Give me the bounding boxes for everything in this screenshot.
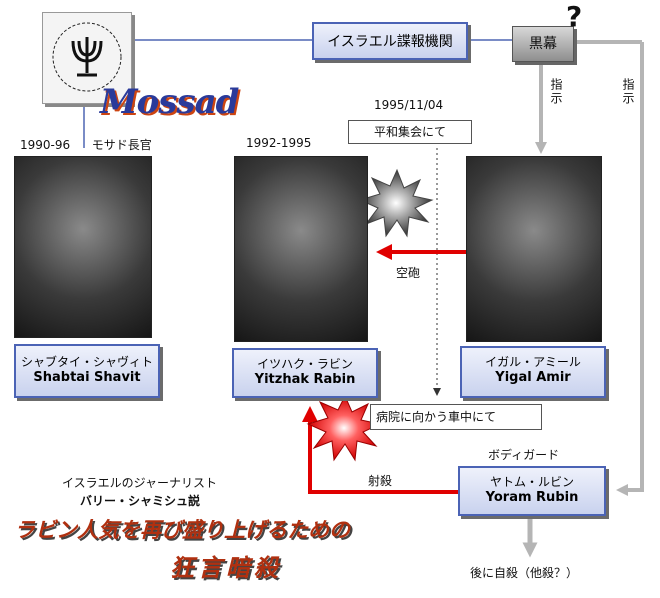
rally-note: 平和集会にて bbox=[348, 120, 472, 144]
amir-photo bbox=[466, 156, 602, 342]
fatal-shot-label: 射殺 bbox=[368, 474, 393, 488]
rabin-photo bbox=[234, 156, 368, 342]
amir-jp: イガル・アミール bbox=[485, 355, 581, 369]
amir-label: イガル・アミール Yigal Amir bbox=[460, 346, 606, 398]
rabin-en: Yitzhak Rabin bbox=[254, 372, 356, 387]
fatal-shot-burst bbox=[306, 394, 382, 462]
shavit-photo bbox=[14, 156, 152, 338]
blank-shot-burst bbox=[358, 168, 434, 238]
rabin-jp: イツハク・ラビン bbox=[257, 357, 353, 371]
aftermath-text: 後に自殺（他殺？） bbox=[470, 566, 579, 580]
agency-box: イスラエル諜報機関 bbox=[312, 22, 468, 60]
amir-en: Yigal Amir bbox=[495, 370, 571, 385]
rubin-label: ヤトム・ルビン Yoram Rubin bbox=[458, 466, 606, 516]
order-label-rubin: 指示 bbox=[621, 78, 635, 106]
hospital-note: 病院に向かう車中にて bbox=[370, 404, 542, 430]
question-mark: ? bbox=[566, 0, 583, 33]
rabin-label: イツハク・ラビン Yitzhak Rabin bbox=[232, 348, 378, 398]
mossad-logo bbox=[42, 12, 132, 104]
rubin-role: ボディガード bbox=[488, 448, 560, 462]
mastermind-label: 黒幕 bbox=[529, 36, 557, 52]
agency-label: イスラエル諜報機関 bbox=[327, 34, 453, 50]
menorah-icon bbox=[52, 22, 122, 92]
theory-author: バリー・シャミシュ説 bbox=[80, 494, 201, 508]
fatal-shot-arrow bbox=[302, 406, 458, 494]
theory-headline-2: 狂言暗殺 bbox=[170, 554, 282, 582]
order-label-amir: 指示 bbox=[549, 78, 563, 106]
theory-source: イスラエルのジャーナリスト bbox=[62, 476, 218, 490]
rubin-en: Yoram Rubin bbox=[485, 490, 579, 505]
order-arrow-rubin bbox=[616, 42, 644, 496]
event-date: 1995/11/04 bbox=[374, 98, 444, 112]
shavit-label: シャブタイ・シャヴィト Shabtai Shavit bbox=[14, 344, 160, 398]
shavit-en: Shabtai Shavit bbox=[33, 370, 141, 385]
blank-shot-label: 空砲 bbox=[396, 266, 421, 280]
mossad-wordmark: Mossad bbox=[100, 82, 239, 122]
shavit-jp: シャブタイ・シャヴィト bbox=[20, 355, 153, 369]
mastermind-box: 黒幕 bbox=[512, 26, 574, 62]
rabin-term: 1992-1995 bbox=[246, 136, 312, 150]
shavit-dates: 1990-96 モサド長官 bbox=[20, 138, 152, 152]
rubin-jp: ヤトム・ルビン bbox=[489, 475, 574, 489]
theory-headline-1: ラビン人気を再び盛り上げるための bbox=[14, 518, 350, 542]
